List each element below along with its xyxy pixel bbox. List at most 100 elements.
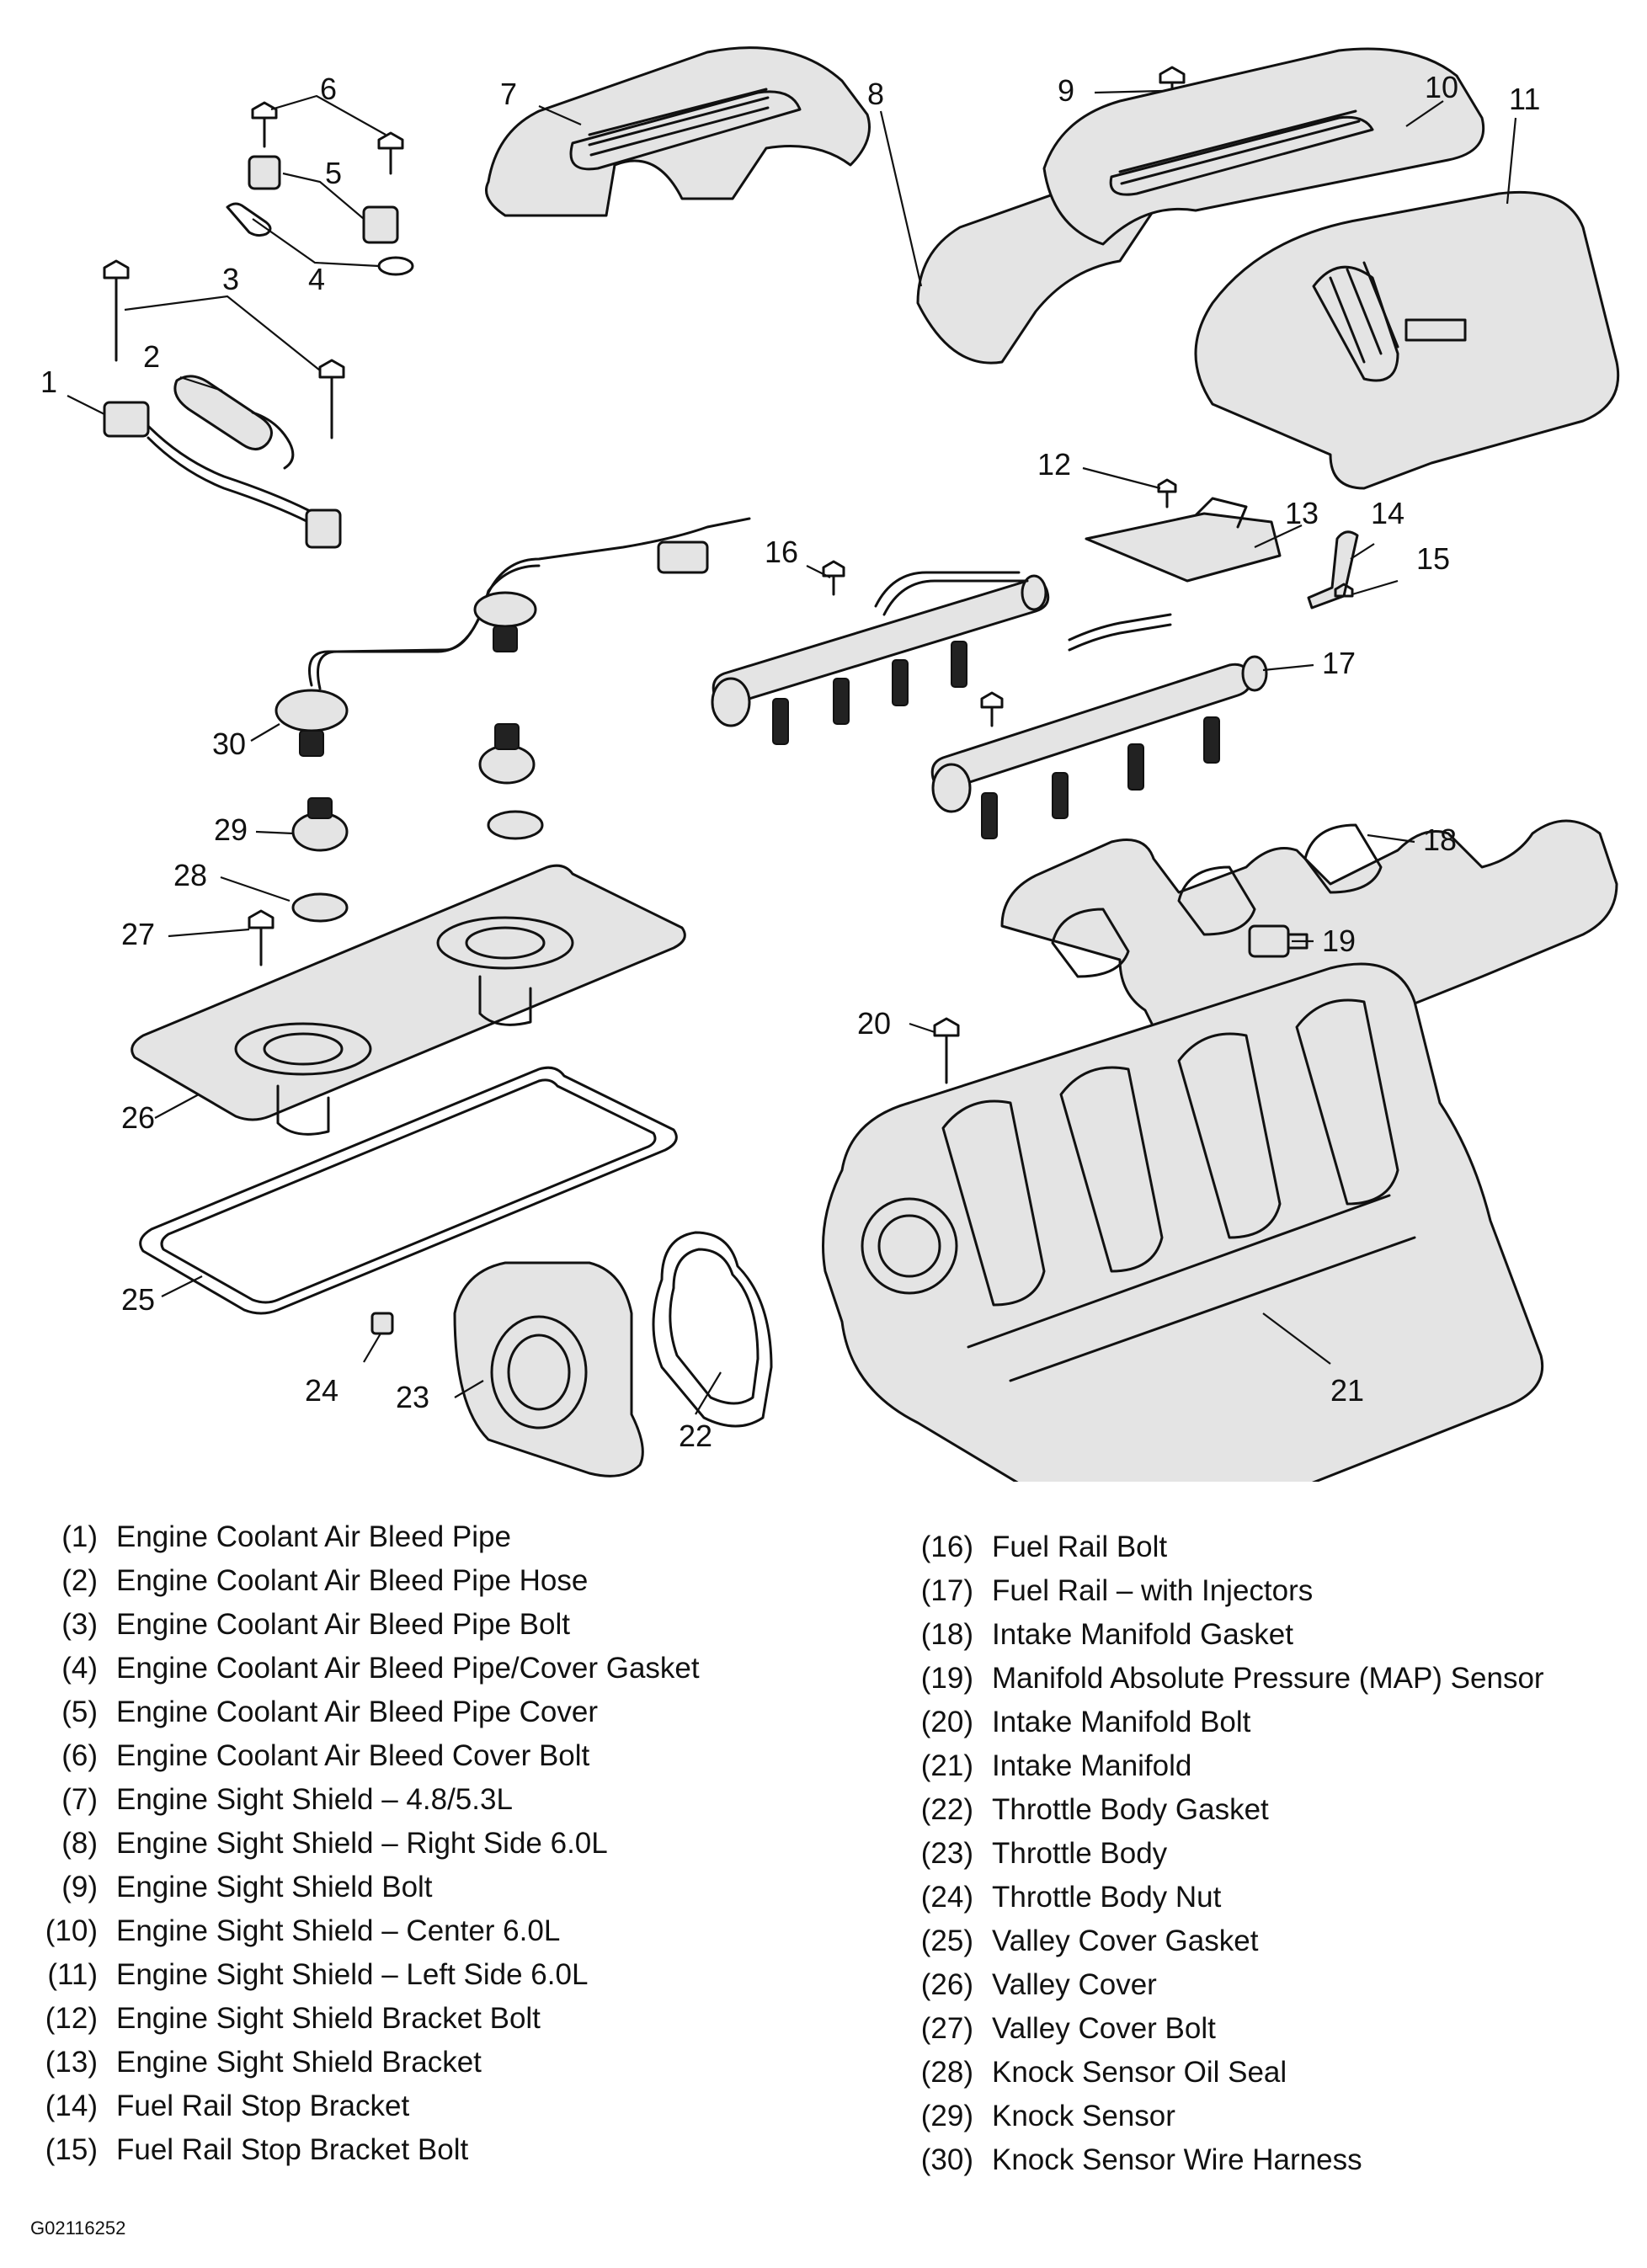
legend-item-number: (18)	[920, 1618, 973, 1651]
part-7-sight-shield-4.8-5.3	[485, 46, 871, 217]
legend-item: (23)Throttle Body	[893, 1832, 1634, 1876]
legend-item-label: Intake Manifold	[992, 1749, 1192, 1782]
callout-3: 3	[222, 262, 239, 296]
callout-19: 19	[1322, 924, 1356, 958]
legend-item-number: (15)	[45, 2133, 98, 2166]
legend-item-number: (9)	[61, 1871, 98, 1903]
legend-item-number: (11)	[47, 1958, 98, 1991]
legend-item-number: (26)	[920, 1968, 973, 2001]
legend-item-label: Knock Sensor Wire Harness	[992, 2143, 1362, 2176]
part-10-sight-shield-center-6.0	[1042, 47, 1485, 246]
part-17-fuel-rail-with-injectors	[711, 571, 1268, 839]
legend-item-number: (17)	[920, 1574, 973, 1607]
legend-item-label: Valley Cover Bolt	[992, 2012, 1216, 2045]
legend-item-label: Engine Sight Shield Bolt	[116, 1871, 433, 1903]
part-23-throttle-body	[453, 1261, 644, 1477]
legend-item-label: Engine Coolant Air Bleed Pipe Bolt	[116, 1608, 570, 1641]
part-24-throttle-body-nut	[370, 1312, 394, 1335]
legend-item-number: (20)	[920, 1706, 973, 1738]
callout-25: 25	[121, 1282, 155, 1317]
callout-28: 28	[173, 858, 207, 892]
part-28-knock-sensor-oil-seal	[291, 810, 544, 923]
part-2-pipe-hose	[173, 375, 295, 470]
exploded-parts-diagram: 1 2 3 4 5 6 7 8 9 10 11 12 13 14 15 16 1…	[40, 46, 1620, 1482]
legend-item: (8)Engine Sight Shield – Right Side 6.0L	[17, 1822, 808, 1866]
legend-item-label: Fuel Rail Stop Bracket	[116, 2090, 410, 2122]
parts-legend-right: (16)Fuel Rail Bolt (17) Fuel Rail – with I…	[893, 1525, 1634, 2182]
legend-item-number: (6)	[61, 1739, 98, 1772]
legend-item: (5) Engine Coolant Air Bleed Pipe Cover	[17, 1690, 808, 1734]
part-11-sight-shield-left-6.0	[1194, 190, 1620, 490]
legend-item: (21)Intake Manifold	[893, 1744, 1634, 1788]
callout-15: 15	[1416, 541, 1450, 576]
legend-item-label: Engine Sight Shield – Right Side 6.0L	[116, 1827, 608, 1860]
parts-legend-left: (1) Engine Coolant Air Bleed Pipe (2)Engin…	[17, 1515, 808, 2172]
legend-item-label: Engine Coolant Air Bleed Cover Bolt	[116, 1739, 590, 1772]
part-15-stop-bracket-bolt	[1334, 583, 1354, 598]
legend-item: (28)Knock Sensor Oil Seal	[893, 2051, 1634, 2095]
legend-item-label: Fuel Rail – with Injectors	[992, 1574, 1314, 1607]
legend-item-label: Valley Cover	[992, 1968, 1157, 2001]
callout-11: 11	[1509, 82, 1540, 116]
callout-20: 20	[857, 1006, 891, 1041]
callout-29: 29	[214, 812, 248, 847]
legend-item-label: Engine Sight Shield – 4.8/5.3L	[116, 1783, 513, 1816]
legend-item-number: (7)	[61, 1783, 98, 1816]
legend-item: (11)Engine Sight Shield – Left Side 6.0L	[17, 1953, 808, 1997]
callout-30: 30	[212, 727, 246, 761]
legend-item-number: (4)	[61, 1652, 98, 1685]
part-14-fuel-rail-stop-bracket	[1307, 530, 1359, 610]
legend-item-label: Throttle Body Nut	[992, 1881, 1222, 1914]
part-13-shield-bracket	[1085, 497, 1282, 583]
legend-item-label: Engine Coolant Air Bleed Pipe Cover	[116, 1696, 599, 1728]
legend-item-number: (1)	[61, 1520, 98, 1553]
legend-item: (6) Engine Coolant Air Bleed Cover Bolt	[17, 1734, 808, 1778]
part-12-bracket-bolt	[1157, 478, 1177, 508]
legend-item-label: Engine Coolant Air Bleed Pipe/Cover Gask…	[116, 1652, 700, 1685]
legend-item-label: Engine Coolant Air Bleed Pipe	[116, 1520, 511, 1553]
legend-item: (2)Engine Coolant Air Bleed Pipe Hose	[17, 1559, 808, 1603]
legend-item: (12)Engine Sight Shield Bracket Bolt	[17, 1997, 808, 2041]
legend-item-label: Intake Manifold Bolt	[992, 1706, 1251, 1738]
legend-item-label: Fuel Rail Bolt	[992, 1531, 1168, 1563]
legend-item-label: Throttle Body Gasket	[992, 1793, 1269, 1826]
legend-item: (18) Intake Manifold Gasket	[893, 1613, 1634, 1657]
legend-item: (22) Throttle Body Gasket	[893, 1788, 1634, 1832]
legend-item: (13)Engine Sight Shield Bracket	[17, 2041, 808, 2084]
legend-item-number: (22)	[920, 1793, 973, 1826]
legend-item-label: Intake Manifold Gasket	[992, 1618, 1293, 1651]
legend-item-number: (5)	[61, 1696, 98, 1728]
legend-item: (16)Fuel Rail Bolt	[893, 1525, 1634, 1569]
callout-23: 23	[396, 1380, 429, 1414]
legend-item-number: (25)	[920, 1925, 973, 1957]
legend-item: (29)Knock Sensor	[893, 2095, 1634, 2138]
callout-22: 22	[679, 1419, 712, 1453]
callout-7: 7	[500, 77, 517, 111]
callout-16: 16	[765, 535, 798, 569]
part-22-throttle-body-gasket	[652, 1231, 773, 1428]
part-30-knock-sensor-wire-harness	[274, 517, 751, 757]
part-3-pipe-bolts	[103, 259, 345, 439]
callout-14: 14	[1371, 496, 1404, 530]
part-27-valley-cover-bolt	[248, 909, 274, 966]
callout-17: 17	[1322, 646, 1356, 680]
legend-item: (24)Throttle Body Nut	[893, 1876, 1634, 1919]
part-5-pipe-cover	[248, 155, 399, 244]
legend-item-number: (10)	[45, 1914, 98, 1947]
part-26-valley-cover	[131, 864, 686, 1136]
part-1-air-bleed-pipe	[103, 401, 342, 549]
callout-labels: 1 2 3 4 5 6 7 8 9 10 11 12 13 14 15 16 1…	[40, 70, 1540, 1453]
legend-item-label: Engine Sight Shield Bracket	[116, 2046, 482, 2079]
legend-item-label: Valley Cover Gasket	[992, 1925, 1259, 1957]
legend-item: (20) Intake Manifold Bolt	[893, 1701, 1634, 1744]
legend-item: (17) Fuel Rail – with Injectors	[893, 1569, 1634, 1613]
legend-item-number: (30)	[920, 2143, 973, 2176]
legend-item: (27)Valley Cover Bolt	[893, 2007, 1634, 2051]
callout-2: 2	[143, 339, 160, 374]
figure-id: G02116252	[30, 2217, 126, 2239]
leader-lines	[67, 89, 1517, 1415]
legend-item-label: Engine Sight Shield Bracket Bolt	[116, 2002, 541, 2035]
callout-9: 9	[1058, 73, 1074, 108]
legend-item: (10)Engine Sight Shield – Center 6.0L	[17, 1909, 808, 1953]
legend-item-label: Knock Sensor Oil Seal	[992, 2056, 1287, 2089]
